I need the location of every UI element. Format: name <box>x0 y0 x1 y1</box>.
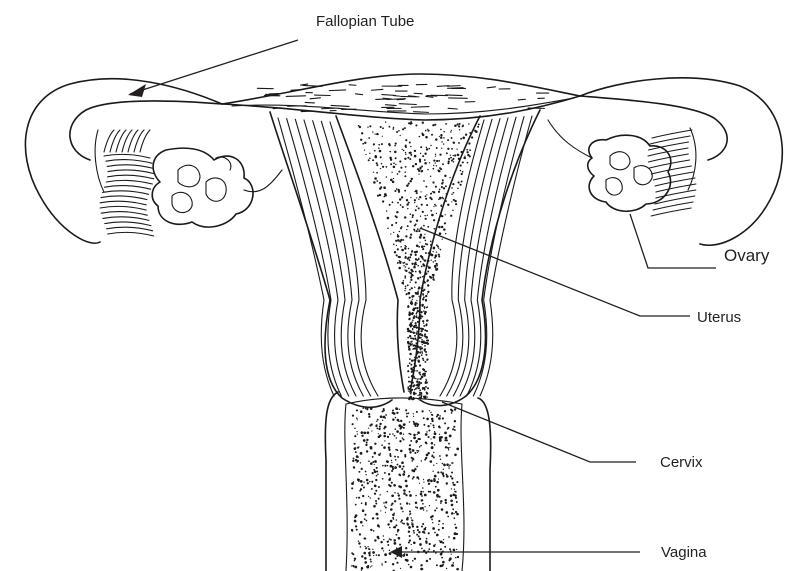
fallopian-tube-label: Fallopian Tube <box>316 14 414 29</box>
ovary-label: Ovary <box>724 247 769 264</box>
cervix-leader <box>442 402 636 462</box>
vagina-label: Vagina <box>661 545 707 560</box>
uterus-leader <box>420 228 690 316</box>
leader-lines <box>128 40 716 558</box>
uterine-fundus <box>222 74 580 120</box>
cervix-label: Cervix <box>660 455 703 470</box>
ovary-leader <box>630 214 716 268</box>
uterine-body <box>270 110 540 407</box>
left-ovary <box>152 148 282 227</box>
left-fallopian-tube <box>25 79 222 244</box>
uterus-label: Uterus <box>697 310 741 325</box>
right-ovary <box>548 120 671 211</box>
fallopian-tube-leader <box>130 40 298 94</box>
fallopian-tube-arrowhead <box>128 84 146 97</box>
vaginal-canal <box>325 392 490 571</box>
